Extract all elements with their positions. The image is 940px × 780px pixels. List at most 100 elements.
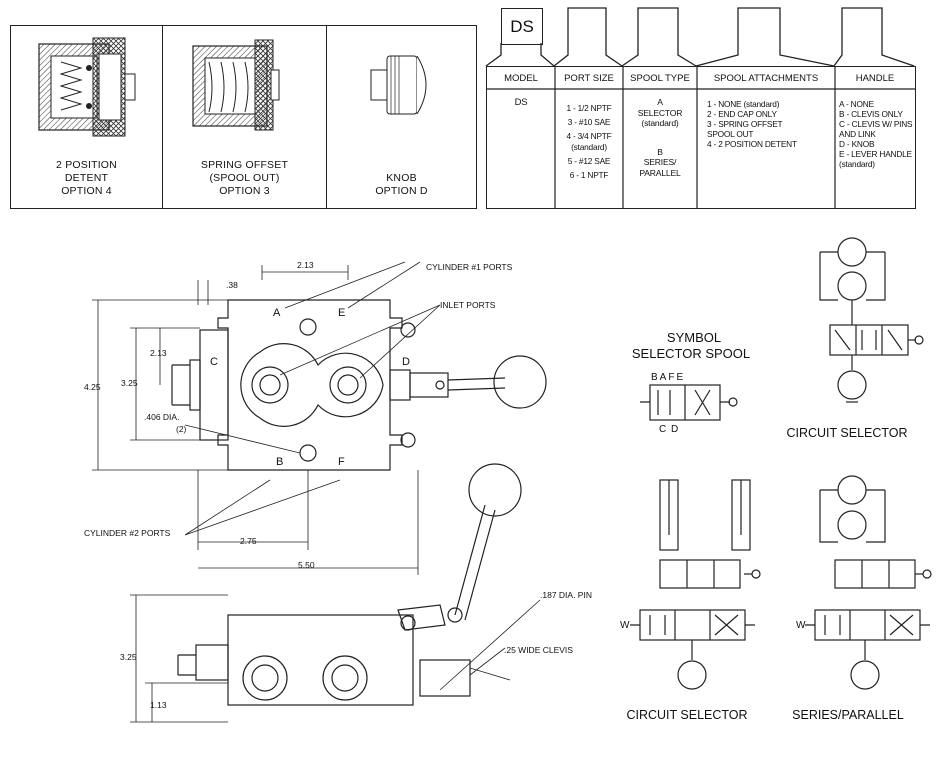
option-item: PARALLEL <box>639 167 681 178</box>
lever-knob <box>468 463 522 517</box>
port-a-e-circle <box>299 318 317 336</box>
option-item: 3 - #10 SAE <box>567 117 611 127</box>
option-item: (standard) <box>641 118 679 128</box>
side-clevis <box>419 659 471 697</box>
option-caption: SPRING OFFSET (SPOOL OUT) OPTION 3 <box>163 159 326 198</box>
handle-knob <box>493 355 547 409</box>
option-item: A <box>657 97 663 107</box>
spool-attachments-column: 1 - NONE (standard) 2 - END CAP ONLY 3 -… <box>707 99 831 149</box>
caption-line: 2 POSITION <box>56 159 117 171</box>
valve-block <box>199 329 229 441</box>
column-header: HANDLE <box>855 72 895 84</box>
option-item: 1 - 1/2 NPTF <box>566 103 612 113</box>
dimension-label: 4.25 <box>84 382 101 392</box>
order-code-table: MODEL PORT SIZE SPOOL TYPE SPOOL ATTACHM… <box>486 66 916 209</box>
model-code-box: DS <box>501 8 543 45</box>
side-body <box>227 614 414 706</box>
option-item: 4 - 2 POSITION DETENT <box>707 139 797 149</box>
circuit-selector-caption: CIRCUIT SELECTOR <box>786 426 908 440</box>
circuit-selector-caption: CIRCUIT SELECTOR <box>626 708 748 722</box>
port-a-label: A <box>273 307 281 319</box>
option-knob: KNOB OPTION D <box>327 26 476 208</box>
pin-label: .187 DIA. PIN <box>540 590 592 600</box>
table-grid <box>487 67 915 208</box>
spring-w-label: W <box>620 620 630 631</box>
option-caption: KNOB OPTION D <box>327 172 476 198</box>
port-e-label: E <box>338 307 346 319</box>
caption-line: OPTION D <box>375 185 428 197</box>
caption-line: KNOB <box>386 172 417 184</box>
order-code-funnels <box>485 7 915 67</box>
spool-type-column: A SELECTOR (standard) B SERIES/ PARALLEL <box>623 97 697 178</box>
cylinder-1-ports-label: CYLINDER #1 PORTS <box>426 262 513 272</box>
dimension-label: 5.50 <box>298 560 315 570</box>
spring-offset-drawing <box>192 39 280 131</box>
option-item: 5 - #12 SAE <box>567 156 611 166</box>
series-parallel-caption: SERIES/PARALLEL <box>792 708 904 722</box>
dimension-label: 3.25 <box>120 652 137 662</box>
dimension-label: .38 <box>226 280 238 290</box>
caption-line: (SPOOL OUT) <box>209 172 280 184</box>
column-header: SPOOL TYPE <box>630 72 690 84</box>
option-spring-offset: SPRING OFFSET (SPOOL OUT) OPTION 3 <box>163 26 327 208</box>
option-item: B <box>657 146 663 157</box>
dimension-label: 2.75 <box>240 536 257 546</box>
diameter-qty-label: (2) <box>176 424 187 434</box>
inlet-boss <box>240 343 384 427</box>
caption-line: DETENT <box>64 172 109 184</box>
spool-port-letters: C D <box>659 424 680 435</box>
symbol-title: SYMBOL <box>666 330 722 345</box>
model-column: DS <box>487 97 555 111</box>
lever-arm <box>454 504 496 621</box>
dimension-label: 3.25 <box>121 378 138 388</box>
caption-line: SPRING OFFSET <box>200 159 289 171</box>
diameter-label: .406 DIA. <box>144 412 180 422</box>
option-item: 2 - END CAP ONLY <box>707 109 777 119</box>
option-two-position-detent: 2 POSITION DETENT OPTION 4 <box>11 26 163 208</box>
detent-drawing <box>38 37 136 137</box>
dimension-label: 2.13 <box>297 260 314 270</box>
spool-end-cap <box>171 364 190 406</box>
column-header: PORT SIZE <box>564 72 614 84</box>
inlet-ports-label: INLET PORTS <box>440 300 496 310</box>
valve-side-drawing <box>130 463 541 723</box>
options-panel: 2 POSITION DETENT OPTION 4 SPRING OFFSET… <box>10 25 477 209</box>
option-item: A - NONE <box>839 99 874 109</box>
clevis-block <box>389 369 411 401</box>
knob-drawing <box>370 55 427 115</box>
model-code: DS <box>510 16 534 36</box>
symbol-subtitle: SELECTOR SPOOL <box>631 346 751 361</box>
option-item: 6 - 1 NPTF <box>569 170 609 180</box>
spring-w-label: W <box>796 620 806 631</box>
dimension-label: 1.13 <box>150 700 167 710</box>
option-item: 4 - 3/4 NPTF (standard) <box>566 131 612 152</box>
option-item: C - CLEVIS W/ PINS AND LINK <box>839 119 913 139</box>
option-item: E - LEVER HANDLE (standard) <box>839 149 912 169</box>
option-item: DS <box>514 97 528 108</box>
port-b-label: B <box>276 456 284 468</box>
hydraulic-symbols <box>630 237 932 690</box>
dimension-label: 2.13 <box>150 348 167 358</box>
caption-line: OPTION 3 <box>219 185 270 197</box>
option-item: 1 - NONE (standard) <box>707 99 780 109</box>
handle-column: A - NONE B - CLEVIS ONLY C - CLEVIS W/ P… <box>839 99 913 169</box>
option-item: SERIES/ <box>643 157 677 167</box>
caption-line: OPTION 4 <box>61 185 112 197</box>
option-item: SELECTOR <box>637 107 683 118</box>
valve-body-outline <box>217 299 403 471</box>
clevis-label: .25 WIDE CLEVIS <box>504 645 573 655</box>
option-caption: 2 POSITION DETENT OPTION 4 <box>11 159 162 198</box>
port-c-label: C <box>210 356 218 368</box>
port-d-label: D <box>402 356 410 368</box>
port-size-column: 1 - 1/2 NPTF 3 - #10 SAE 4 - 3/4 NPTF (s… <box>557 103 621 184</box>
option-item: B - CLEVIS ONLY <box>839 109 903 119</box>
spool-end <box>189 359 201 411</box>
lever-link <box>397 604 446 631</box>
option-item: 3 - SPRING OFFSET SPOOL OUT <box>707 119 783 139</box>
option-item: D - KNOB <box>839 139 875 149</box>
spool-port-letters: BAFE <box>651 372 686 383</box>
valve-drawing <box>92 261 547 575</box>
port-f-label: F <box>338 456 345 468</box>
cylinder-2-ports-label: CYLINDER #2 PORTS <box>84 528 171 538</box>
column-header: MODEL <box>504 72 538 84</box>
